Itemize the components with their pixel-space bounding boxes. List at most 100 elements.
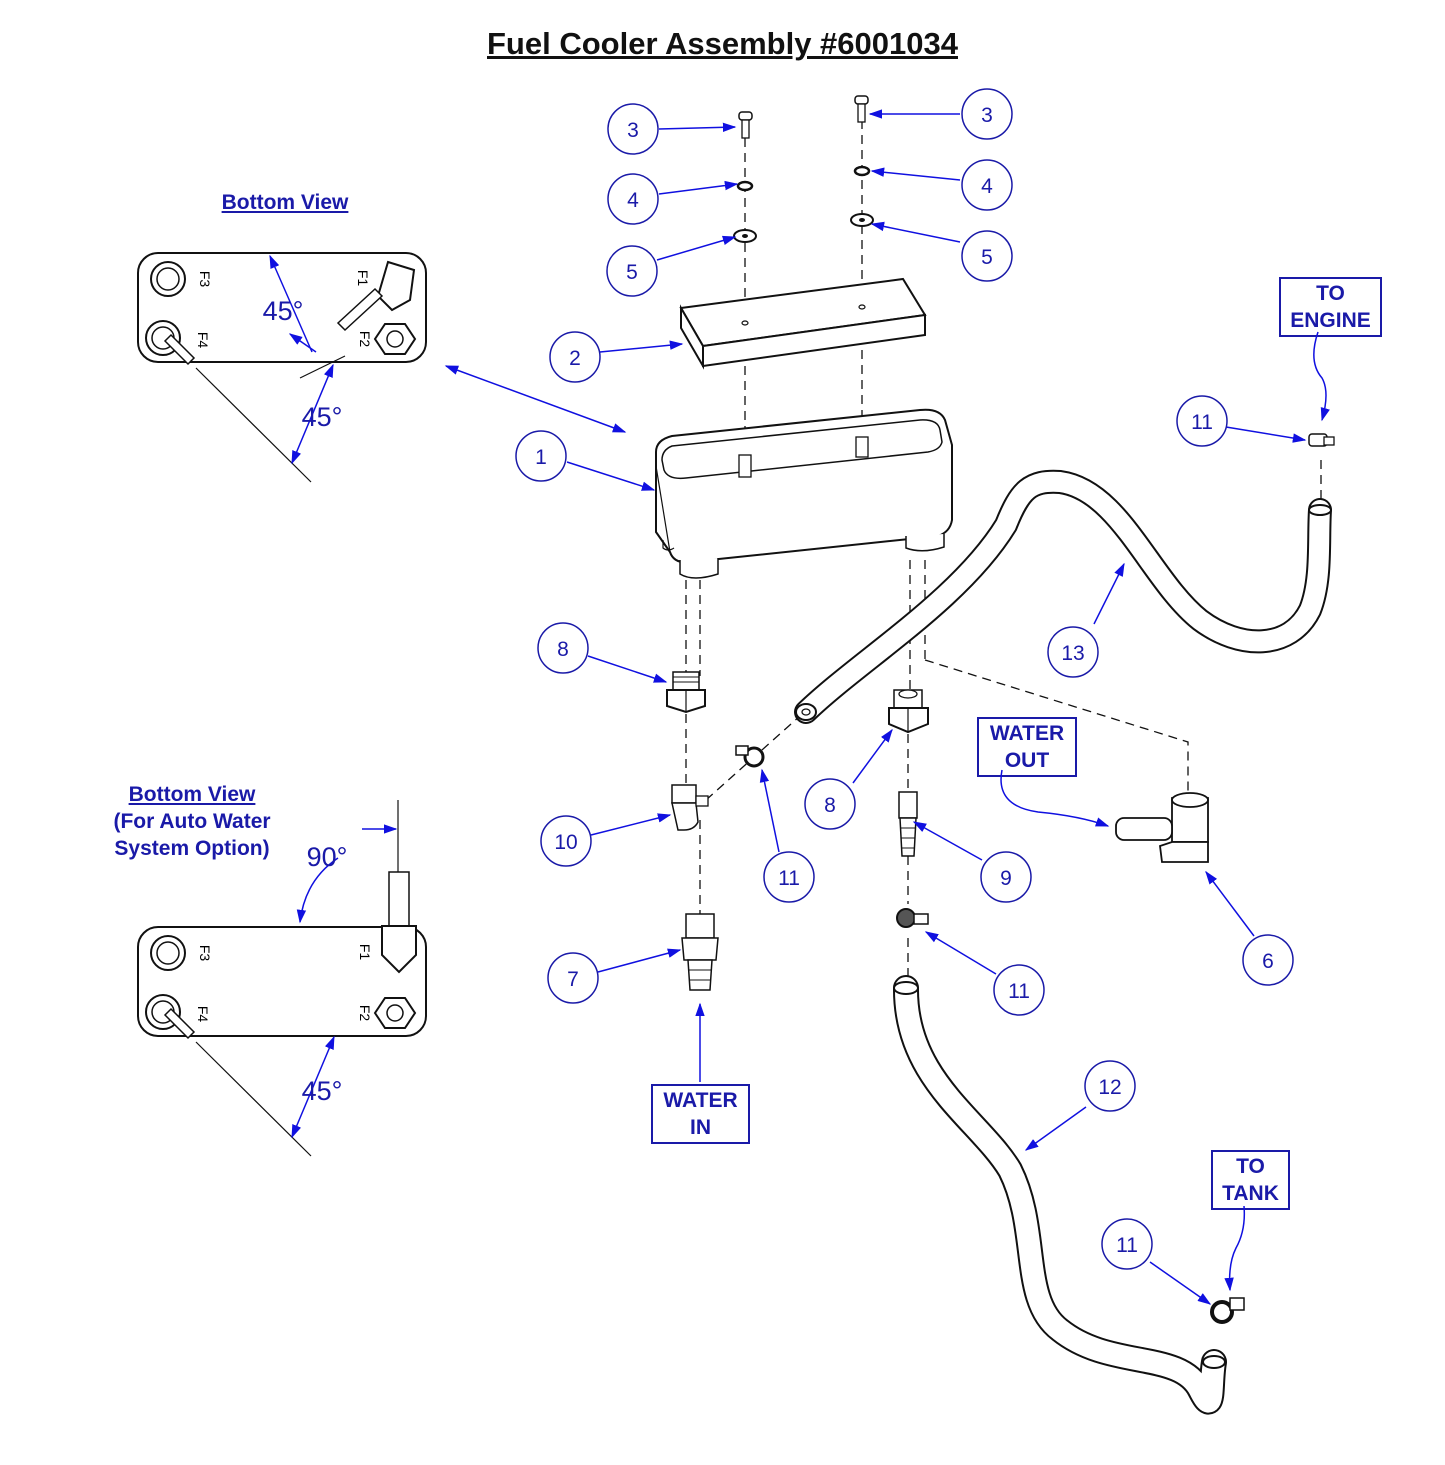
callout-8-right: 8 <box>804 778 856 830</box>
water-in-line-1: WATER <box>663 1089 738 1112</box>
callout-3-left-label: 3 <box>627 119 639 142</box>
lock-washer-4-right <box>853 165 871 177</box>
hose-clamp-11-d <box>1210 1297 1245 1324</box>
port-f2-icon <box>373 323 417 355</box>
elbow-fitting-10 <box>671 784 709 831</box>
water-out-label: WATER OUT <box>977 717 1077 777</box>
water-in-line-2: IN <box>690 1116 711 1139</box>
callout-1: 1 <box>515 430 567 482</box>
to-engine-line-1: TO <box>1316 282 1345 305</box>
bottom-view-title-text: Bottom View <box>221 191 349 214</box>
bottom-view: F3 F4 F1 F2 45° 45° <box>137 252 627 483</box>
cooler-bottom-outline-alt <box>137 926 427 1037</box>
callout-8-right-label: 8 <box>824 794 836 817</box>
port-label-f3-alt: F3 <box>197 945 213 962</box>
callout-1-label: 1 <box>535 446 547 469</box>
angle-label-45-a: 45° <box>263 296 304 326</box>
hose-clamp-11-b <box>896 908 929 928</box>
hose-clamp-11-c <box>1308 433 1335 447</box>
to-tank-label: TO TANK <box>1211 1150 1290 1210</box>
port-f2-icon-alt <box>373 997 417 1029</box>
callout-13-label: 13 <box>1061 642 1084 665</box>
callout-12-label: 12 <box>1098 1076 1121 1099</box>
callout-9-label: 9 <box>1000 867 1012 890</box>
barb-fitting-7 <box>681 913 719 991</box>
auto-water-title-line-2: (For Auto Water <box>113 810 271 833</box>
port-label-f4: F4 <box>195 332 211 349</box>
callout-5-left: 5 <box>606 245 658 297</box>
callout-5-right-label: 5 <box>981 246 993 269</box>
callout-11-b: 11 <box>993 964 1045 1016</box>
view-link-arrow <box>444 365 627 433</box>
port-f3-icon-alt <box>150 935 186 971</box>
bottom-view-title: Bottom View <box>195 189 375 216</box>
screw-3-right <box>854 95 869 123</box>
page-title: Fuel Cooler Assembly #6001034 <box>487 26 958 61</box>
fitting-8-left <box>666 671 706 714</box>
screw-3-left <box>738 111 753 139</box>
lock-washer-4-left <box>736 180 754 192</box>
hose-12 <box>892 975 1227 1415</box>
auto-water-title-line-3: System Option) <box>114 837 270 860</box>
auto-water-title-line-1: Bottom View <box>128 783 256 806</box>
callout-8-left: 8 <box>537 622 589 674</box>
callout-7-label: 7 <box>567 968 579 991</box>
to-engine-line-2: ENGINE <box>1290 309 1371 332</box>
port-f3-icon <box>150 261 186 297</box>
port-label-f1: F1 <box>355 270 371 287</box>
callout-4-left-label: 4 <box>627 189 639 212</box>
angle-label-45-c: 45° <box>302 1076 343 1106</box>
angle-label-45-b: 45° <box>302 402 343 432</box>
callout-3-right-label: 3 <box>981 104 993 127</box>
port-label-f1-alt: F1 <box>357 944 373 961</box>
callout-8-left-label: 8 <box>557 638 569 661</box>
elbow-fitting-6 <box>1115 792 1209 863</box>
callout-11-a: 11 <box>763 851 815 903</box>
callout-5-left-label: 5 <box>626 261 638 284</box>
callout-2: 2 <box>549 331 601 383</box>
part-callouts: 1 2 3 3 4 4 5 5 6 7 8 8 9 10 11 11 11 11… <box>515 88 1294 1270</box>
port-f1-icon <box>336 260 416 332</box>
callout-6: 6 <box>1242 934 1294 986</box>
water-out-line-1: WATER <box>989 722 1065 745</box>
barb-fitting-9 <box>898 791 918 857</box>
callout-12: 12 <box>1084 1060 1136 1112</box>
water-in-label: WATER IN <box>651 1084 750 1144</box>
port-label-f2: F2 <box>357 331 373 348</box>
callout-11-d: 11 <box>1101 1218 1153 1270</box>
callout-2-label: 2 <box>569 347 581 370</box>
mounting-plate-2 <box>679 277 927 370</box>
callout-4-right-label: 4 <box>981 175 993 198</box>
to-tank-line-1: TO <box>1236 1155 1265 1178</box>
callout-4-right: 4 <box>961 159 1013 211</box>
callout-3-left: 3 <box>607 103 659 155</box>
auto-water-view-title: Bottom View (For Auto Water System Optio… <box>92 781 292 862</box>
port-label-f2-alt: F2 <box>357 1005 373 1022</box>
port-f1-vertical-icon <box>381 871 417 974</box>
callout-10: 10 <box>540 815 592 867</box>
to-tank-line-2: TANK <box>1222 1182 1279 1205</box>
callout-7: 7 <box>547 952 599 1004</box>
callout-9: 9 <box>980 851 1032 903</box>
callout-4-left: 4 <box>607 173 659 225</box>
port-label-f3: F3 <box>197 271 213 288</box>
port-label-f4-alt: F4 <box>195 1006 211 1023</box>
callout-3-right: 3 <box>961 88 1013 140</box>
callout-11-a-label: 11 <box>778 867 800 890</box>
auto-water-bottom-view: F3 F4 F1 F2 90° 45° <box>137 800 427 1157</box>
callout-11-c: 11 <box>1176 395 1228 447</box>
fuel-cooler-body-1 <box>655 408 953 579</box>
callout-11-c-label: 11 <box>1191 411 1213 434</box>
angle-label-90: 90° <box>307 842 348 872</box>
callout-11-b-label: 11 <box>1008 980 1030 1003</box>
cooler-bottom-outline <box>137 252 427 363</box>
callout-13: 13 <box>1047 626 1099 678</box>
callout-6-label: 6 <box>1262 950 1274 973</box>
callout-11-d-label: 11 <box>1116 1234 1138 1257</box>
callout-5-right: 5 <box>961 230 1013 282</box>
to-engine-label: TO ENGINE <box>1279 277 1382 337</box>
hose-13 <box>794 469 1332 724</box>
hose-clamp-11-a <box>735 745 765 768</box>
callout-10-label: 10 <box>554 831 577 854</box>
